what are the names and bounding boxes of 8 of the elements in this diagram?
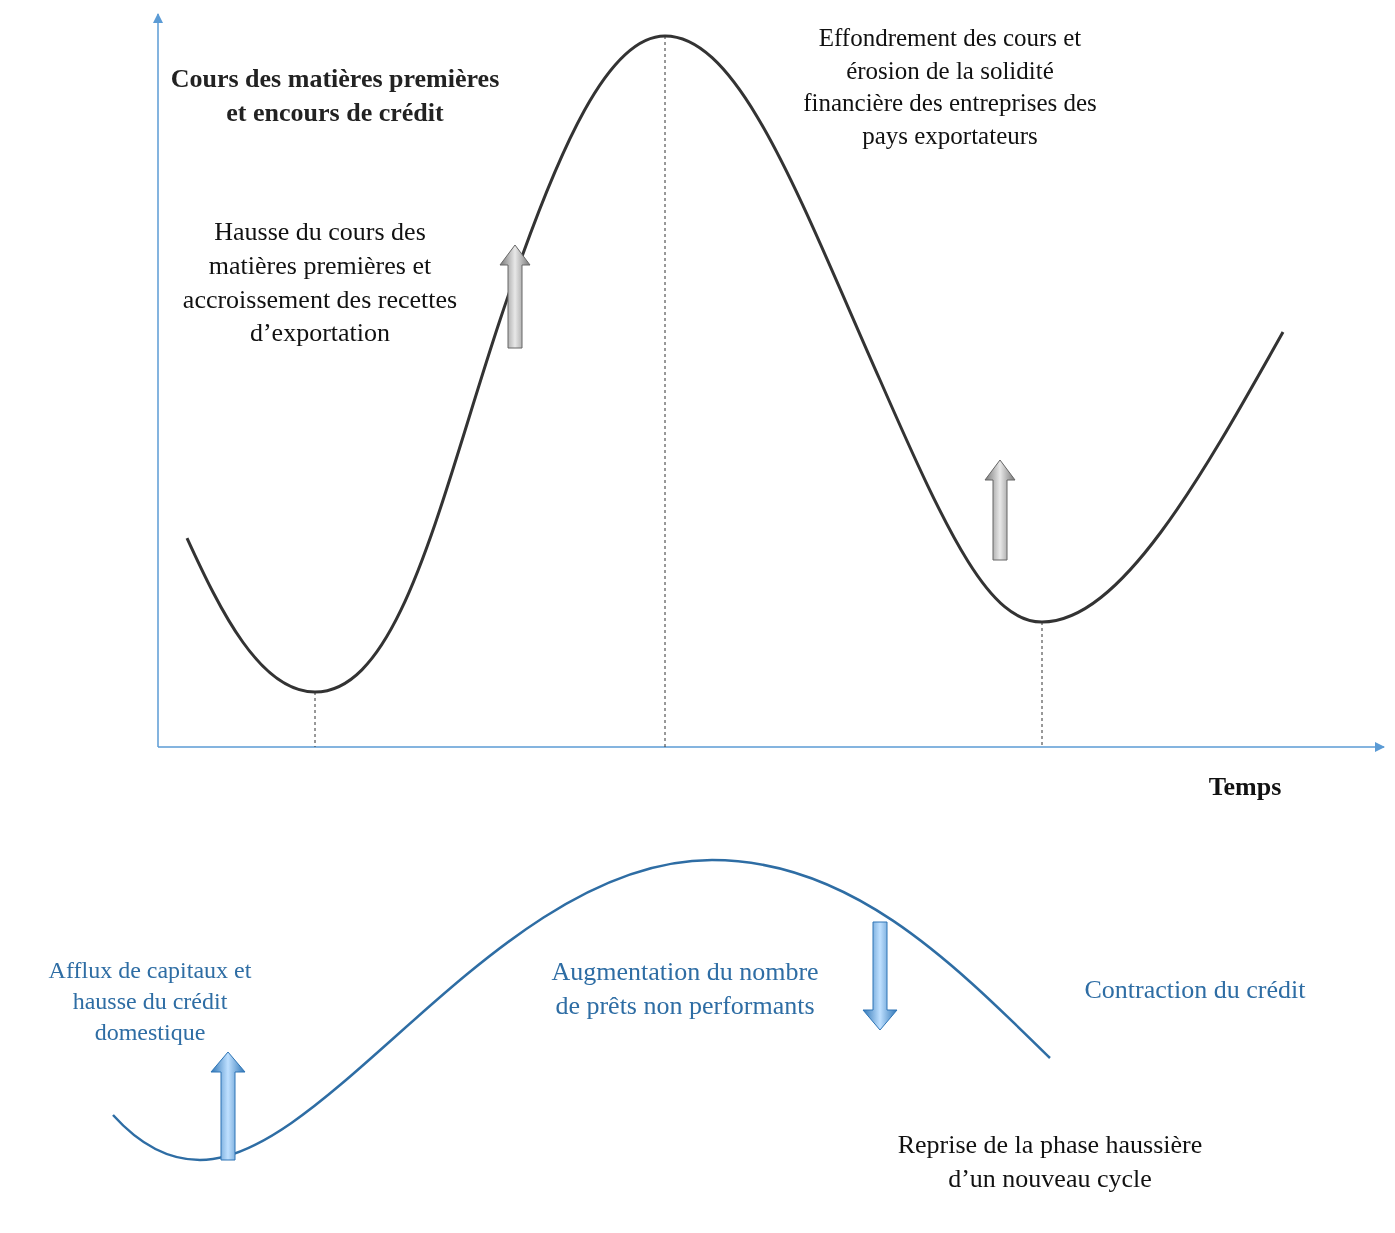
axis-title: Temps bbox=[1207, 771, 1283, 803]
annotation-text: Effondrement des cours et érosion de la solidité financière des entreprises des pays exportateurs bbox=[802, 23, 1098, 151]
annotation-text: Augmentation du nombre de prêts non performants bbox=[550, 956, 820, 1022]
axis-title: Cours des matières premières et encours de crédit bbox=[170, 63, 500, 129]
annotation-text: Contraction du crédit bbox=[1083, 974, 1307, 1006]
annotation-text: Hausse du cours des matières premières et accroissement des recettes d’exportation bbox=[181, 216, 459, 350]
annotation-text: Reprise de la phase haussière d’un nouveau cycle bbox=[896, 1129, 1204, 1195]
annotation-text: Afflux de capitaux et hausse du crédit domestique bbox=[47, 956, 253, 1048]
